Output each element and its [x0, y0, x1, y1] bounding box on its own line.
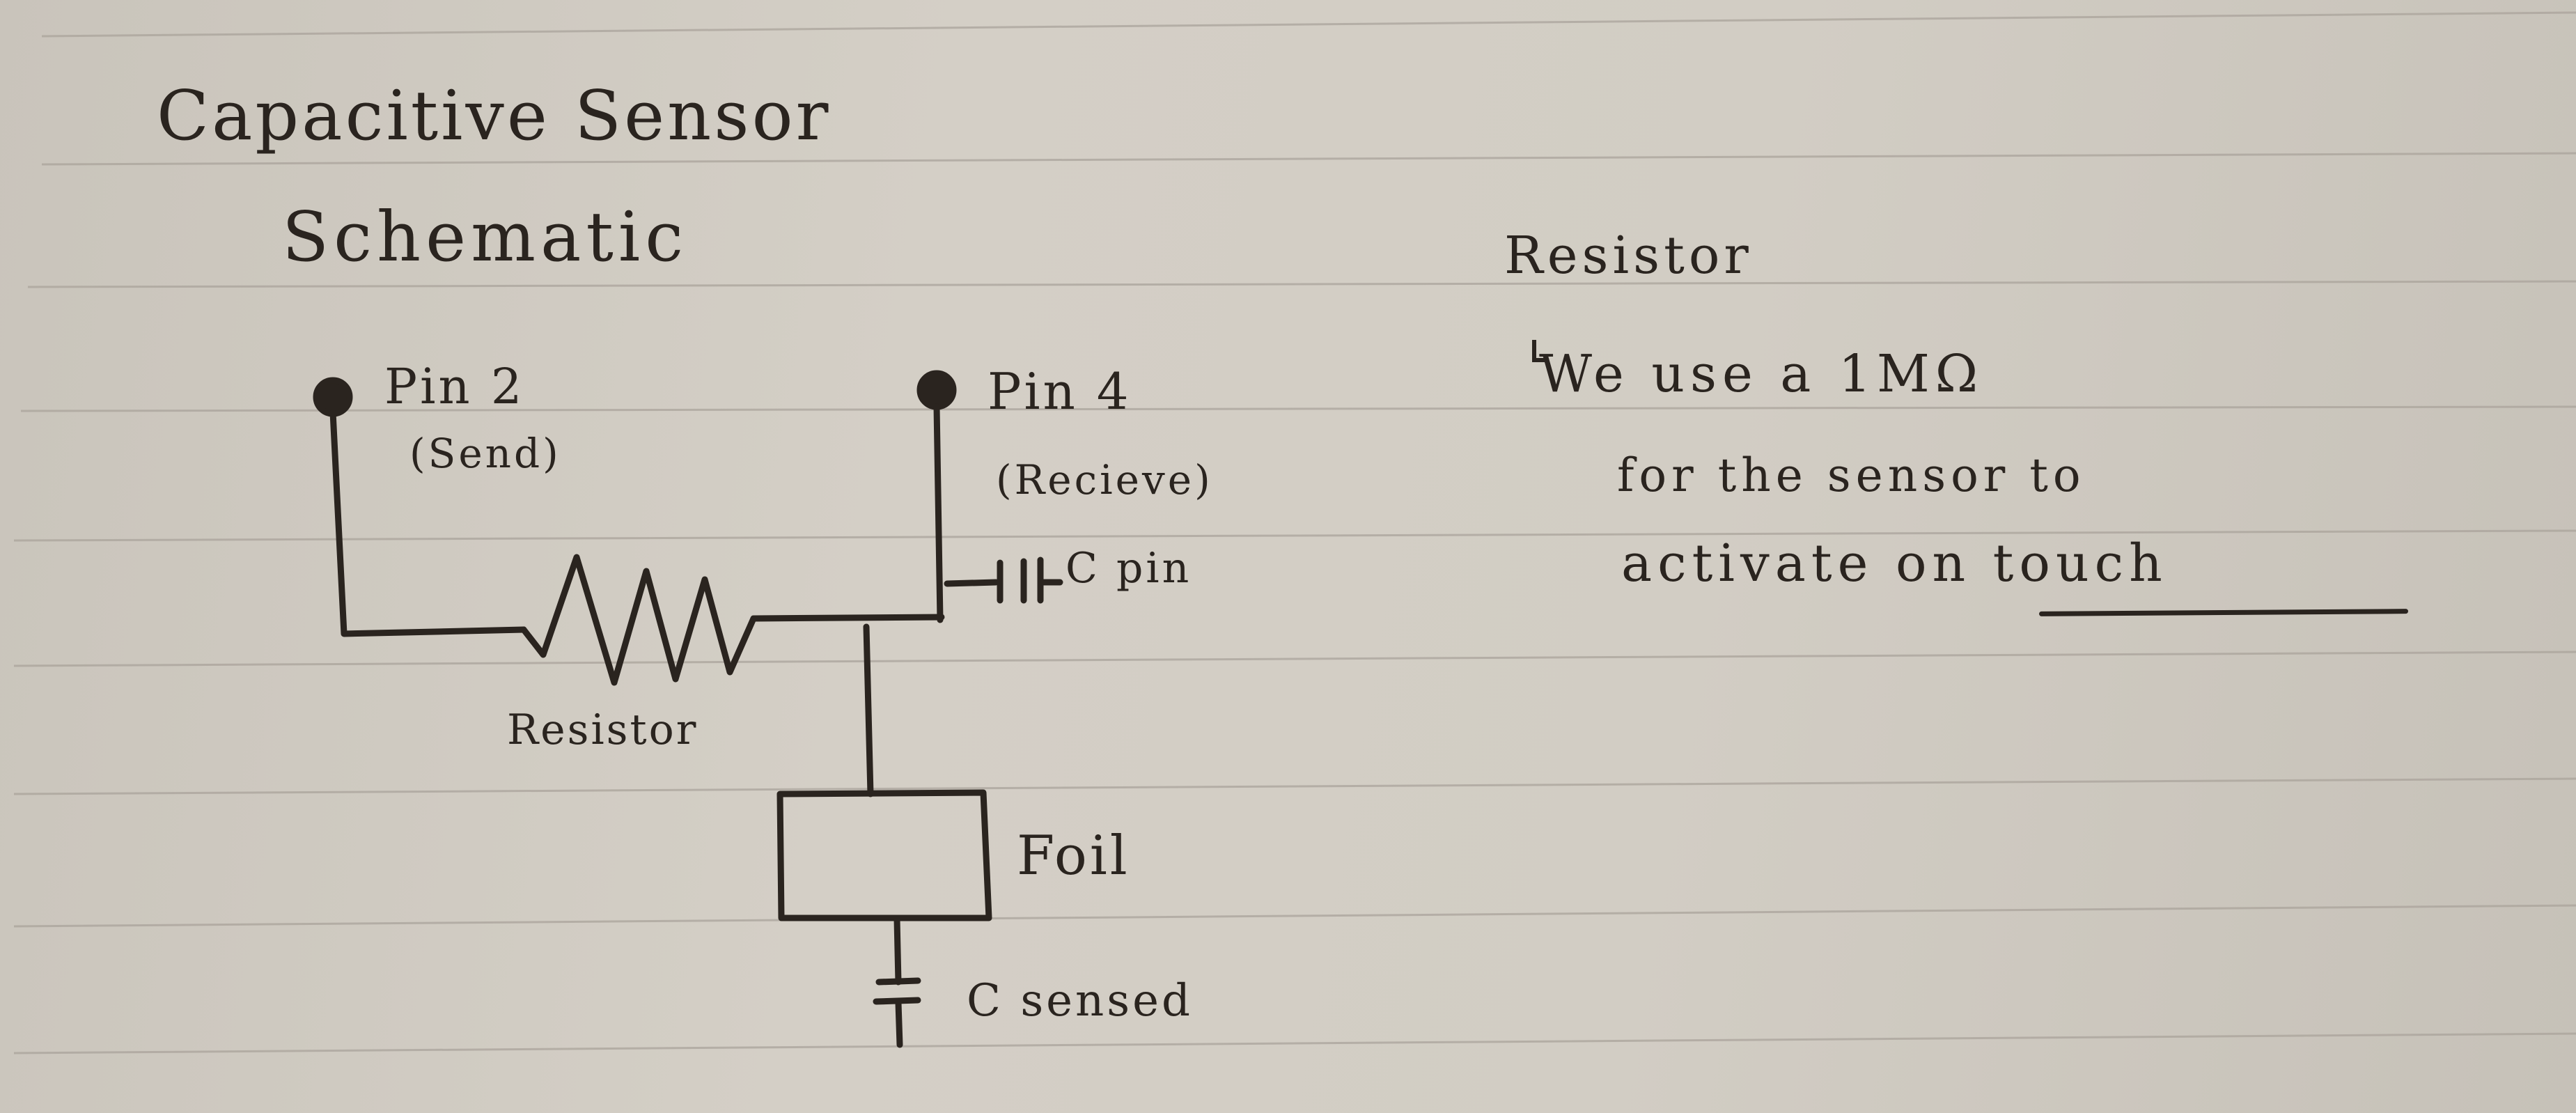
pin2-label: Pin 2 [384, 358, 525, 415]
note-line-3: activate on touch [1621, 534, 2168, 593]
rule-line-2 [41, 152, 2576, 166]
rule-line-9 [13, 1032, 2576, 1054]
resistor-label: Resistor [507, 706, 698, 754]
cpin-label: C pin [1065, 544, 1192, 593]
schematic-title-line-2: Schematic [282, 198, 689, 277]
schematic-title-line-1: Capacitive Sensor [157, 77, 832, 156]
csensed-lead-2 [895, 999, 903, 1048]
foil-plate [776, 789, 992, 921]
foil-label: Foil [1017, 825, 1130, 887]
resistor-symbol [520, 554, 945, 686]
notes-title: Resistor [1504, 226, 1753, 286]
rule-line-6 [13, 651, 2576, 667]
rule-line-7 [13, 777, 2576, 795]
rule-line-4 [20, 405, 2576, 412]
rule-line-5 [13, 529, 2576, 542]
rule-line-3 [27, 280, 2576, 288]
note-line-1: We use a 1MΩ [1539, 344, 1984, 404]
cpin-ground [1037, 556, 1063, 604]
pin2-role: (Send) [409, 430, 561, 477]
cpin-lead [944, 579, 999, 587]
rule-line-8 [13, 904, 2576, 928]
receive-wire [933, 403, 944, 623]
send-wire [329, 409, 527, 637]
note-line-2: for the sensor to [1617, 449, 2086, 502]
pin4-role: (Recieve) [996, 456, 1213, 504]
csensed-lead [893, 916, 902, 986]
pin4-label: Pin 4 [988, 362, 1132, 421]
note-bullet-icon [1532, 340, 1549, 362]
pin2-terminal [313, 377, 353, 417]
csensed-label: C sensed [967, 975, 1193, 1027]
csensed-plate-1 [875, 977, 921, 986]
rule-line-1 [41, 11, 2576, 38]
pin4-terminal [916, 370, 957, 410]
foil-wire [863, 623, 874, 797]
